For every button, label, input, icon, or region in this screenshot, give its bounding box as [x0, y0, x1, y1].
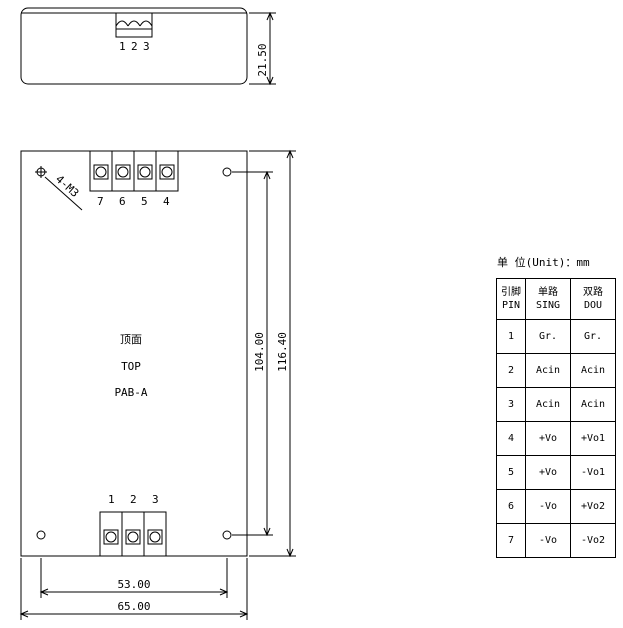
side-connector: [115, 12, 153, 38]
hole-height-label: 104.00: [253, 332, 266, 372]
header-sing-en: SING: [535, 300, 561, 311]
header-pin-en: PIN: [501, 300, 521, 311]
bottom-pin-3: 3: [152, 493, 159, 506]
total-height-label: 116.40: [276, 332, 289, 372]
single-output: Acin: [525, 387, 571, 422]
table-row: 7 -Vo -Vo2: [496, 523, 616, 558]
table-row: 2 Acin Acin: [496, 353, 616, 388]
pin-number: 4: [496, 421, 526, 456]
hole-width-dimension: [39, 558, 229, 598]
header-sing: 单路 SING: [525, 278, 571, 320]
top-pin-4: 4: [163, 195, 170, 208]
total-width-dimension: [19, 558, 249, 620]
top-pin-5: 5: [141, 195, 148, 208]
table-row: 4 +Vo +Vo1: [496, 421, 616, 456]
board-model: PAB-A: [114, 386, 147, 399]
unit-caption: 单 位(Unit)：mm: [497, 256, 590, 269]
header-dou-en: DOU: [583, 300, 603, 311]
pin-number: 2: [496, 353, 526, 388]
table-row: 5 +Vo -Vo1: [496, 455, 616, 490]
header-pin: 引脚 PIN: [496, 278, 526, 320]
bottom-pin-2: 2: [130, 493, 137, 506]
dual-output: -Vo2: [570, 523, 616, 558]
bottom-terminal-block: [99, 511, 167, 557]
pin-number: 6: [496, 489, 526, 524]
side-pin-1: 1: [119, 40, 126, 53]
table-row: 1 Gr. Gr.: [496, 319, 616, 354]
single-output: +Vo: [525, 455, 571, 490]
header-dou-cn: 双路: [583, 287, 603, 298]
table-row: 3 Acin Acin: [496, 387, 616, 422]
dual-output: -Vo1: [570, 455, 616, 490]
pin-table-header: 引脚 PIN 单路 SING 双路 DOU: [496, 278, 616, 320]
total-width-label: 65.00: [117, 600, 150, 613]
dual-output: +Vo1: [570, 421, 616, 456]
top-view: [19, 149, 296, 620]
board-title-cn: 顶面: [120, 333, 142, 346]
table-row: 6 -Vo +Vo2: [496, 489, 616, 524]
single-output: Gr.: [525, 319, 571, 354]
side-pin-2: 2: [131, 40, 138, 53]
side-height-label: 21.50: [256, 43, 269, 76]
side-view: [20, 7, 276, 86]
header-dou: 双路 DOU: [570, 278, 616, 320]
pin-number: 3: [496, 387, 526, 422]
side-view-outline: [20, 7, 248, 85]
single-output: Acin: [525, 353, 571, 388]
total-height-dimension: [249, 149, 296, 558]
dual-output: Acin: [570, 353, 616, 388]
dual-output: +Vo2: [570, 489, 616, 524]
header-sing-cn: 单路: [538, 287, 558, 298]
side-height-dimension: [249, 11, 276, 86]
pin-table: 引脚 PIN 单路 SING 双路 DOU 1 Gr. Gr. 2 Acin Acin…: [496, 278, 616, 558]
top-pin-6: 6: [119, 195, 126, 208]
single-output: +Vo: [525, 421, 571, 456]
dual-output: Gr.: [570, 319, 616, 354]
pin-number: 7: [496, 523, 526, 558]
top-pin-7: 7: [97, 195, 104, 208]
board-title-en: TOP: [121, 360, 141, 373]
side-pin-3: 3: [143, 40, 150, 53]
single-output: -Vo: [525, 523, 571, 558]
single-output: -Vo: [525, 489, 571, 524]
hole-width-label: 53.00: [117, 578, 150, 591]
hole-height-dimension: [232, 170, 273, 537]
bottom-pin-1: 1: [108, 493, 115, 506]
mounting-holes: [35, 166, 232, 540]
header-pin-cn: 引脚: [501, 287, 521, 298]
top-terminal-block: [89, 150, 179, 192]
hole-label: 4-M3: [53, 173, 81, 200]
pin-number: 5: [496, 455, 526, 490]
dual-output: Acin: [570, 387, 616, 422]
pin-number: 1: [496, 319, 526, 354]
